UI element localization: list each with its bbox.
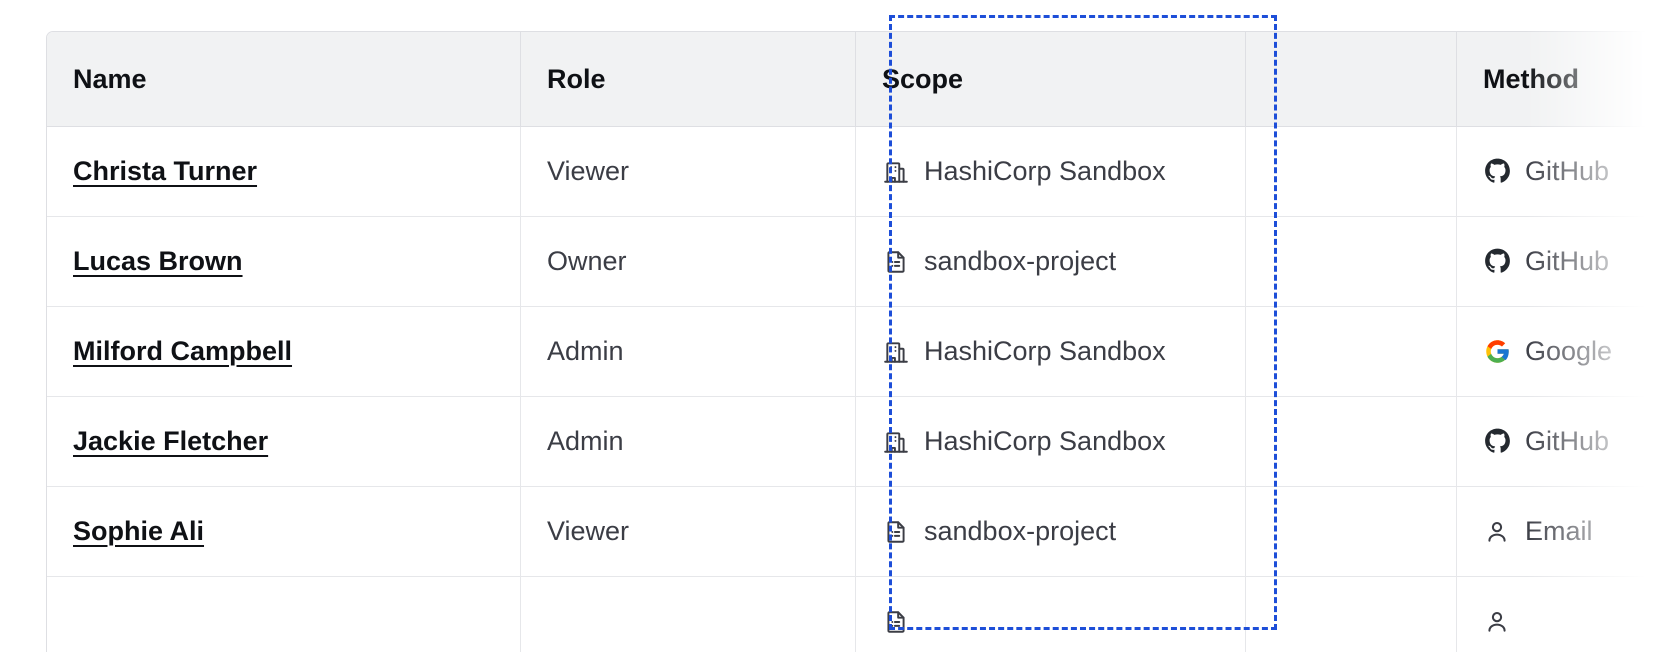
column-header-blank [1246, 32, 1457, 127]
cell-blank [1246, 217, 1457, 307]
github-icon [1483, 158, 1511, 186]
cell-method: GitHub [1457, 397, 1672, 487]
cell-blank [1246, 127, 1457, 217]
cell-scope: HashiCorp Sandbox [856, 397, 1246, 487]
method-label: Google [1525, 336, 1613, 366]
cell-name: Christa Turner [47, 127, 521, 217]
table-row: Lucas Brown Owner sa [47, 217, 1672, 307]
table-scroll-viewport[interactable]: Name Role Scope Method Christa Turner Vi… [46, 31, 1672, 652]
table-row: Milford Campbell Admin [47, 307, 1672, 397]
cell-name: Lucas Brown [47, 217, 521, 307]
scope-label: sandbox-project [924, 516, 1117, 546]
cell-method: GitHub [1457, 217, 1672, 307]
cell-blank [1246, 577, 1457, 652]
table-row: Christa Turner Viewer [47, 127, 1672, 217]
cell-role: Viewer [521, 487, 856, 577]
cell-name [47, 577, 521, 652]
permissions-table: Name Role Scope Method Christa Turner Vi… [46, 31, 1672, 652]
scope-label: HashiCorp Sandbox [924, 336, 1166, 366]
cell-scope: sandbox-project [856, 217, 1246, 307]
method-label: GitHub [1525, 246, 1610, 276]
user-person-icon [1483, 518, 1511, 546]
user-name-link[interactable]: Milford Campbell [73, 336, 293, 366]
column-header-name[interactable]: Name [47, 32, 521, 127]
user-name-link[interactable]: Sophie Ali [73, 516, 205, 546]
organization-building-icon [882, 428, 910, 456]
column-header-scope[interactable]: Scope [856, 32, 1246, 127]
cell-scope: HashiCorp Sandbox [856, 307, 1246, 397]
cell-blank [1246, 397, 1457, 487]
table-row: Jackie Fletcher Admin [47, 397, 1672, 487]
github-icon [1483, 248, 1511, 276]
scope-label: HashiCorp Sandbox [924, 426, 1166, 456]
cell-blank [1246, 487, 1457, 577]
method-label: GitHub [1525, 156, 1610, 186]
cell-method [1457, 577, 1672, 652]
cell-role: Owner [521, 217, 856, 307]
table-row [47, 577, 1672, 652]
github-icon [1483, 428, 1511, 456]
table-body: Christa Turner Viewer [47, 127, 1672, 652]
cell-name: Milford Campbell [47, 307, 521, 397]
column-header-method[interactable]: Method [1457, 32, 1672, 127]
cell-method: Google [1457, 307, 1672, 397]
cell-scope: HashiCorp Sandbox [856, 127, 1246, 217]
cell-role [521, 577, 856, 652]
project-document-icon [882, 608, 910, 636]
user-name-link[interactable]: Christa Turner [73, 156, 258, 186]
cell-name: Jackie Fletcher [47, 397, 521, 487]
cell-role: Admin [521, 307, 856, 397]
scope-label: HashiCorp Sandbox [924, 156, 1166, 186]
column-header-role[interactable]: Role [521, 32, 856, 127]
method-label: Email [1525, 516, 1593, 546]
project-document-icon [882, 518, 910, 546]
cell-name: Sophie Ali [47, 487, 521, 577]
cell-method: Email [1457, 487, 1672, 577]
cell-blank [1246, 307, 1457, 397]
cell-role: Admin [521, 397, 856, 487]
project-document-icon [882, 248, 910, 276]
method-label: GitHub [1525, 426, 1610, 456]
organization-building-icon [882, 338, 910, 366]
scope-label: sandbox-project [924, 246, 1117, 276]
user-name-link[interactable]: Jackie Fletcher [73, 426, 269, 456]
table-row: Sophie Ali Viewer sa [47, 487, 1672, 577]
table-header: Name Role Scope Method [47, 32, 1672, 127]
google-icon [1483, 338, 1511, 366]
user-name-link[interactable]: Lucas Brown [73, 246, 243, 276]
table-header-row: Name Role Scope Method [47, 32, 1672, 127]
user-person-icon [1483, 608, 1511, 636]
cell-method: GitHub [1457, 127, 1672, 217]
cell-scope: sandbox-project [856, 487, 1246, 577]
organization-building-icon [882, 158, 910, 186]
cell-role: Viewer [521, 127, 856, 217]
cell-scope [856, 577, 1246, 652]
